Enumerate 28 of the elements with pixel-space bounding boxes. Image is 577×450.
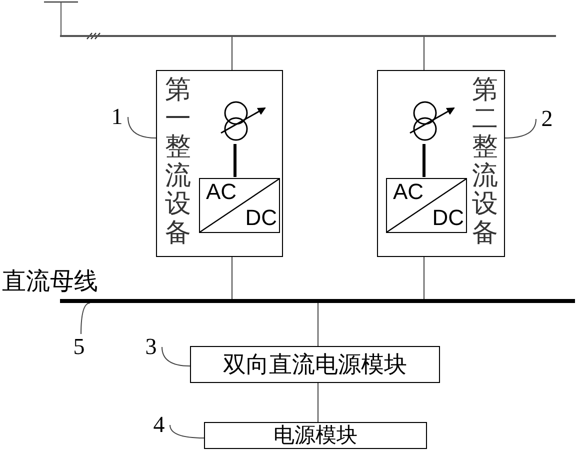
- rectifier-title: 第一整流设备: [165, 75, 191, 247]
- callout-number: 2: [538, 106, 556, 132]
- rectifier-box: [156, 70, 283, 257]
- module-title: 电源模块: [274, 422, 358, 449]
- converter-input-label: AC: [206, 181, 237, 203]
- callout-number: 4: [150, 412, 168, 438]
- ac-dc-converter-box: [199, 178, 280, 233]
- leader-line: [504, 118, 536, 138]
- module-box: [190, 346, 440, 383]
- bus-bar: [60, 299, 575, 303]
- connector-line: [234, 144, 236, 177]
- module-title: 双向直流电源模块: [223, 350, 407, 380]
- callout-number: 1: [108, 104, 126, 130]
- leader-line: [162, 346, 190, 366]
- ac-dc-converter-box: [386, 178, 467, 233]
- leader-line: [170, 424, 204, 438]
- callout-number: 5: [70, 334, 88, 360]
- converter-input-label: AC: [393, 181, 424, 203]
- leader-line: [128, 116, 156, 138]
- bus-label: 直流母线: [2, 268, 98, 296]
- connector-line: [422, 144, 426, 177]
- leader-line: [80, 302, 90, 334]
- rectifier-box: [377, 70, 505, 257]
- converter-output-label: DC: [432, 207, 464, 229]
- callout-number: 3: [142, 334, 160, 360]
- module-box: [204, 422, 427, 449]
- converter-output-label: DC: [245, 207, 277, 229]
- rectifier-title: 第二整流设备: [472, 75, 498, 247]
